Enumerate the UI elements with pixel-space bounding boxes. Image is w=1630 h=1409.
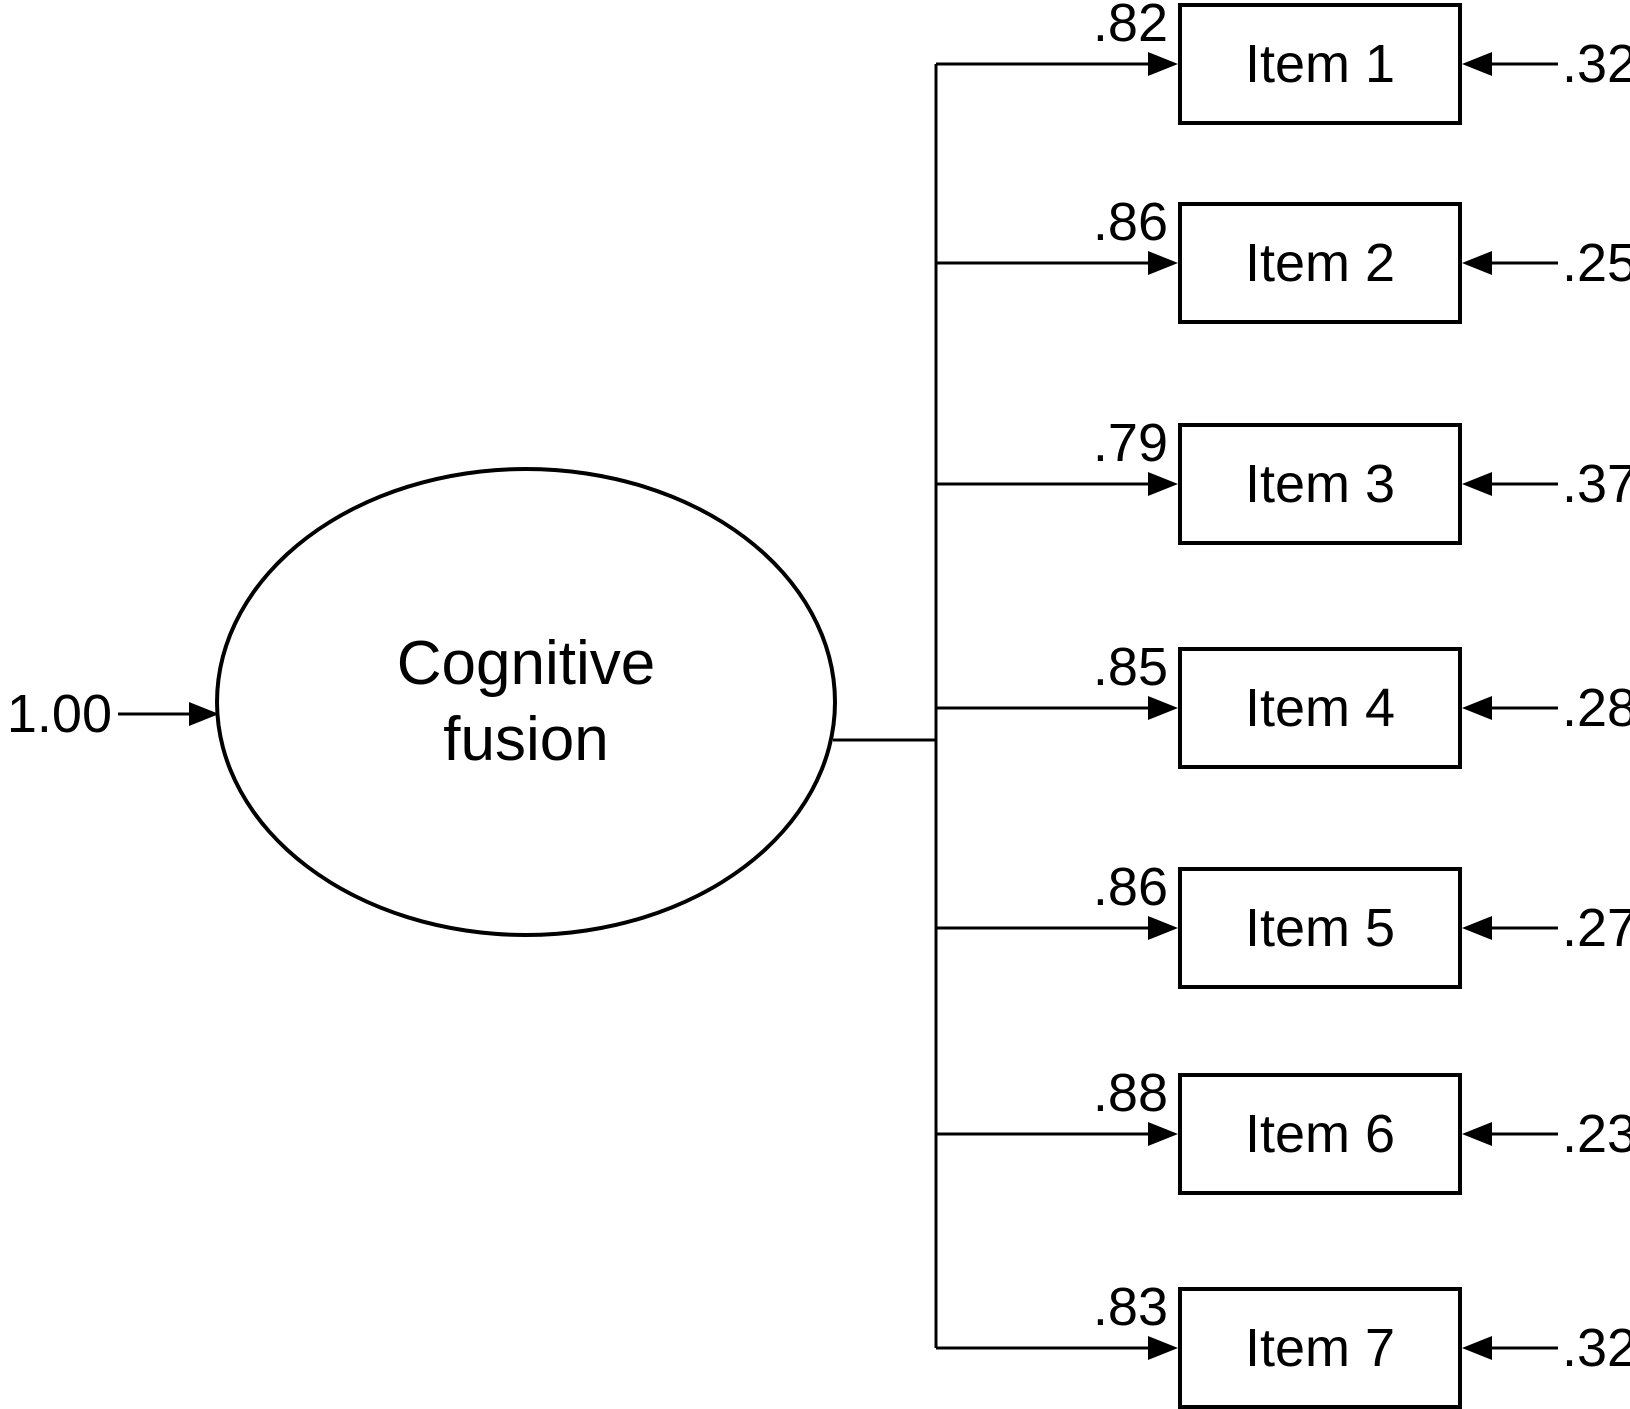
- loading-arrows: [936, 52, 1178, 1360]
- item-box-3: Item 3: [1178, 423, 1462, 545]
- loading-label-6: .88: [1092, 1063, 1168, 1123]
- loading-label-4: .85: [1092, 637, 1168, 697]
- error-label-4: .28: [1562, 678, 1630, 738]
- error-label-1: .32: [1562, 34, 1630, 94]
- error-arrows: [1462, 52, 1558, 1360]
- item-box-4: Item 4: [1178, 647, 1462, 769]
- variance-label: 1.00: [6, 684, 112, 744]
- item-box-2: Item 2: [1178, 202, 1462, 324]
- variance-arrow: [118, 702, 219, 726]
- loading-label-2: .86: [1092, 192, 1168, 252]
- latent-label: Cognitive fusion: [396, 629, 656, 774]
- loading-label-1: .82: [1092, 0, 1168, 53]
- error-label-5: .27: [1562, 898, 1630, 958]
- loading-label-3: .79: [1092, 413, 1168, 473]
- item-box-7: Item 7: [1178, 1287, 1462, 1409]
- error-label-3: .37: [1562, 454, 1630, 514]
- item-box-5: Item 5: [1178, 867, 1462, 989]
- loading-label-5: .86: [1092, 857, 1168, 917]
- latent-ellipse: Cognitive fusion: [215, 467, 837, 937]
- loading-label-7: .83: [1092, 1277, 1168, 1337]
- error-label-6: .23: [1562, 1104, 1630, 1164]
- error-label-2: .25: [1562, 233, 1630, 293]
- error-label-7: .32: [1562, 1318, 1630, 1378]
- item-box-1: Item 1: [1178, 3, 1462, 125]
- item-box-6: Item 6: [1178, 1073, 1462, 1195]
